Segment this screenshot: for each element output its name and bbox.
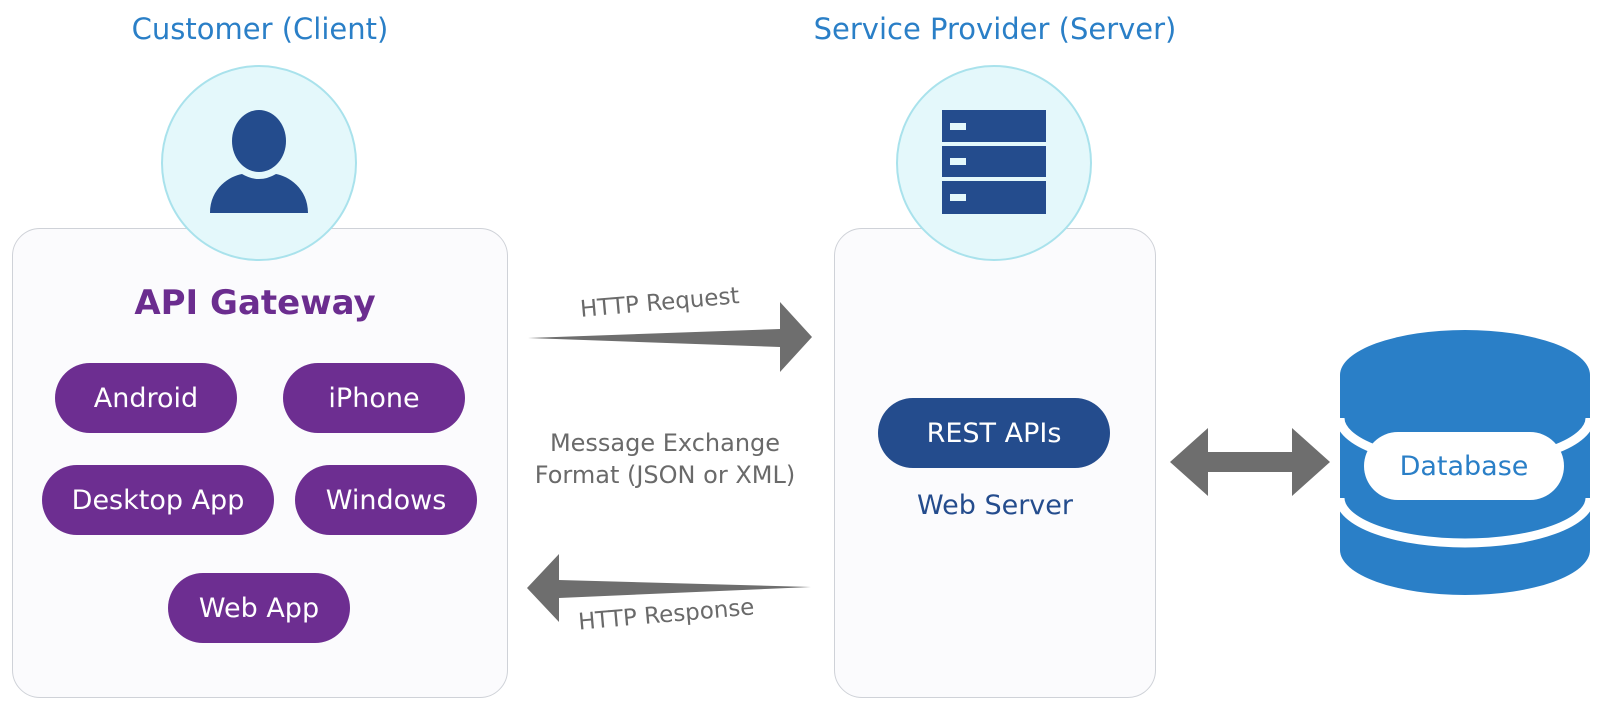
server-database-arrow: [1170, 428, 1330, 496]
platform-desktop-app: Desktop App: [42, 465, 274, 535]
message-format-line1: Message Exchange: [549, 429, 781, 457]
http-request-arrow: [528, 302, 812, 372]
database-label: Database: [1364, 432, 1564, 500]
platform-android: Android: [55, 363, 237, 433]
rest-apis-pill: REST APIs: [878, 398, 1110, 468]
server-column-title: Service Provider (Server): [813, 12, 1177, 46]
platform-iphone: iPhone: [283, 363, 465, 433]
message-format-text: Message Exchange Format (JSON or XML): [515, 427, 815, 491]
http-response-arrow: [527, 554, 811, 622]
api-gateway-title: API Gateway: [134, 283, 376, 323]
server-rack-icon: [942, 110, 1046, 214]
message-format-line2: Format (JSON or XML): [534, 461, 796, 489]
client-column-title: Customer (Client): [131, 12, 389, 46]
web-server-label: Web Server: [917, 490, 1073, 521]
platform-windows: Windows: [295, 465, 477, 535]
user-icon: [210, 110, 308, 213]
platform-web-app: Web App: [168, 573, 350, 643]
